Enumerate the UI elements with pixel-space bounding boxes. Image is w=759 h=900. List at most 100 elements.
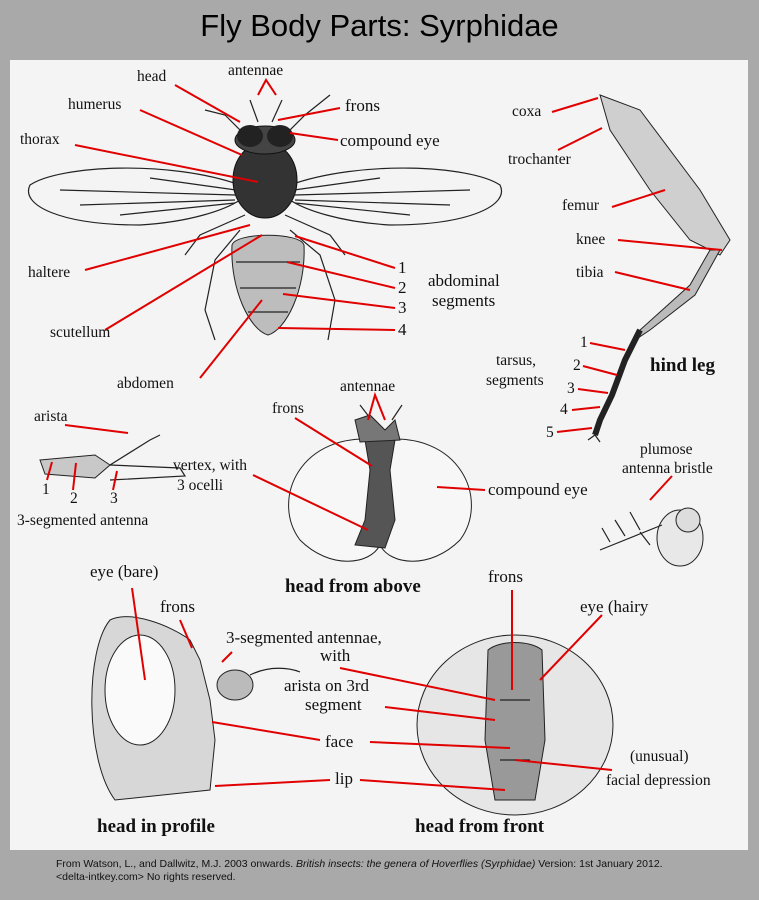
label-compound-eye-mid: compound eye xyxy=(488,480,588,499)
leader-head xyxy=(174,84,241,123)
leader-a2 xyxy=(72,462,77,491)
label-eye-bare: eye (bare) xyxy=(90,562,159,581)
leader-seg2 xyxy=(286,261,396,289)
credit-line2: <delta-intkey.com> No rights reserved. xyxy=(56,871,236,883)
label-head: head xyxy=(137,68,167,85)
label-t5: 5 xyxy=(546,424,554,441)
leader-haltere xyxy=(84,224,251,271)
leader-tibia xyxy=(614,271,691,291)
label-tibia: tibia xyxy=(576,264,604,281)
leader-trochanter xyxy=(557,127,603,151)
label-a3: 3 xyxy=(110,490,118,507)
label-thorax: thorax xyxy=(20,131,60,148)
label-head-in-profile: head in profile xyxy=(97,816,215,837)
leader-lip xyxy=(214,779,506,791)
label-plumose-1: plumose xyxy=(640,441,693,458)
leader-a1 xyxy=(46,461,53,481)
leader-vertex xyxy=(252,474,369,531)
leader-frons-profile xyxy=(179,619,193,649)
label-arista: arista xyxy=(34,408,68,425)
label-plumose-2: antenna bristle xyxy=(622,460,713,477)
label-abdominal-segments-1: abdominal xyxy=(428,271,500,290)
leader-humerus xyxy=(139,109,243,156)
leader-t1 xyxy=(589,342,626,351)
label-face: face xyxy=(325,732,354,751)
label-eye-hairy: eye (hairy xyxy=(580,597,649,616)
label-tarsus-2: segments xyxy=(486,372,544,389)
leader-t3 xyxy=(577,388,609,394)
label-a2: 2 xyxy=(70,490,78,507)
label-vertex-1: vertex, with xyxy=(173,457,248,474)
leader-three-seg-antennae xyxy=(221,651,496,701)
leader-scutellum xyxy=(104,234,263,331)
label-haltere: haltere xyxy=(28,264,71,281)
leader-a3 xyxy=(112,470,118,491)
label-frons-profile: frons xyxy=(160,597,195,616)
leader-knee xyxy=(617,239,723,251)
leader-seg3 xyxy=(282,293,396,309)
label-frons-mid: frons xyxy=(272,400,304,417)
label-humerus: humerus xyxy=(68,96,122,113)
label-knee: knee xyxy=(576,231,606,248)
leader-t5 xyxy=(556,427,593,433)
label-head-from-above: head from above xyxy=(285,576,421,597)
label-a1: 1 xyxy=(42,481,50,498)
head-from-above-illustration xyxy=(288,404,472,562)
label-femur: femur xyxy=(562,197,600,214)
label-seg2: 2 xyxy=(398,278,407,297)
credit-text: From Watson, L., and Dallwitz, M.J. 2003… xyxy=(56,858,663,884)
label-t4: 4 xyxy=(560,401,568,418)
label-seg4: 4 xyxy=(398,320,407,339)
credit-suffix: Version: 1st January 2012. xyxy=(535,858,663,870)
leader-eye-hairy xyxy=(539,614,603,681)
label-three-seg-antenna: 3-segmented antenna xyxy=(17,512,149,529)
leader-seg4 xyxy=(277,327,396,331)
label-scutellum: scutellum xyxy=(50,324,111,341)
leader-face xyxy=(211,721,511,749)
plumose-antenna-illustration xyxy=(599,507,704,567)
label-tarsus-1: tarsus, xyxy=(496,352,537,369)
leader-frons-top xyxy=(277,107,341,121)
label-abdominal-segments-2: segments xyxy=(432,291,496,310)
label-three-seg-antennae-1: 3-segmented antennae, xyxy=(226,628,382,647)
head-profile-illustration xyxy=(91,616,301,801)
leader-compound-eye-top xyxy=(289,132,339,141)
label-unusual-2: facial depression xyxy=(606,772,711,789)
leader-coxa xyxy=(551,97,599,113)
label-frons-top: frons xyxy=(345,96,380,115)
label-compound-eye-top: compound eye xyxy=(340,131,440,150)
hind-leg-illustration xyxy=(587,94,731,443)
label-t1: 1 xyxy=(580,334,588,351)
leader-arista xyxy=(64,424,129,434)
head-front-illustration xyxy=(416,634,614,816)
leader-antennae-top xyxy=(257,78,277,96)
label-unusual-1: (unusual) xyxy=(630,748,689,765)
label-arista-3rd-1: arista on 3rd xyxy=(284,676,369,695)
label-lip: lip xyxy=(335,769,353,788)
label-head-from-front: head from front xyxy=(415,816,545,837)
leader-abdomen xyxy=(199,299,263,379)
leader-antennae-mid xyxy=(367,391,386,421)
fly-dorsal-illustration xyxy=(27,94,503,341)
leader-compound-eye-mid xyxy=(436,486,486,491)
leader-seg1 xyxy=(294,235,396,269)
leader-eye-bare xyxy=(131,587,146,681)
label-trochanter: trochanter xyxy=(508,151,571,168)
label-seg1: 1 xyxy=(398,258,407,277)
leader-thorax xyxy=(74,144,259,183)
credit-prefix: From Watson, L., and Dallwitz, M.J. 2003… xyxy=(56,858,297,870)
label-vertex-2: 3 ocelli xyxy=(177,477,224,494)
leader-t2 xyxy=(582,365,618,376)
leader-frons-mid xyxy=(294,417,373,467)
label-antennae-mid: antennae xyxy=(340,378,396,395)
figure-title: Fly Body Parts: Syrphidae xyxy=(200,8,559,43)
label-hind-leg: hind leg xyxy=(650,355,715,376)
leader-unusual xyxy=(514,759,613,771)
leader-femur xyxy=(611,189,666,208)
leader-t4 xyxy=(571,406,601,411)
label-t3: 3 xyxy=(567,380,575,397)
label-abdomen: abdomen xyxy=(117,375,174,392)
label-seg3: 3 xyxy=(398,298,407,317)
label-t2: 2 xyxy=(573,357,581,374)
